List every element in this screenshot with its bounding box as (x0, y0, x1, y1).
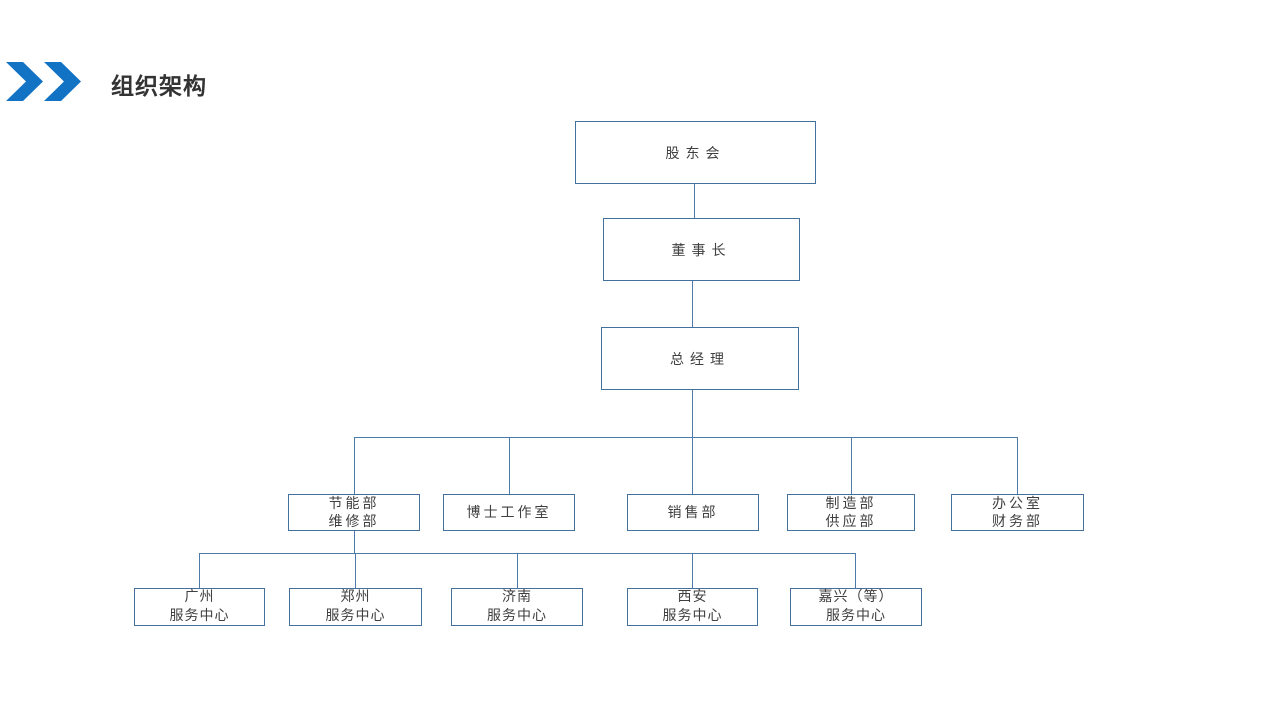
org-node-label: 服务中心 (487, 608, 547, 624)
org-node-label: 广州 (184, 589, 215, 605)
org-node-jiaxing-service-center: 嘉兴（等） 服务中心 (790, 588, 922, 626)
connector-shareholders-chairman (694, 184, 695, 218)
org-node-label: 服务中心 (325, 608, 386, 624)
connector-drop-dept (1017, 437, 1018, 494)
org-node-jinan-service-center: 济南 服务中心 (451, 588, 583, 626)
chevron-right-icon (6, 62, 43, 101)
org-node-general-manager: 总经理 (601, 327, 799, 390)
connector-service-centers-bus (199, 553, 856, 554)
connector-chairman-gm (692, 281, 693, 327)
org-node-label: 嘉兴（等） (818, 589, 894, 605)
org-node-label: 销售部 (667, 504, 719, 521)
connector-departments-bus (354, 437, 1017, 438)
org-node-zhengzhou-service-center: 郑州 服务中心 (289, 588, 422, 626)
page-title: 组织架构 (111, 74, 207, 100)
org-node-label: 总经理 (670, 351, 730, 368)
org-node-label: 郑州 (340, 589, 371, 605)
org-node-label: 维修部 (328, 513, 380, 530)
org-node-label: 服务中心 (662, 608, 723, 624)
org-node-chairman: 董事长 (603, 218, 800, 281)
org-node-guangzhou-service-center: 广州 服务中心 (134, 588, 265, 626)
org-node-label: 博士工作室 (466, 504, 552, 521)
org-node-shareholders: 股东会 (575, 121, 816, 184)
org-node-manufacturing-supply-dept: 制造部 供应部 (787, 494, 915, 531)
org-node-energy-maintenance-dept: 节能部 维修部 (288, 494, 420, 531)
org-node-label: 办公室 (992, 495, 1043, 512)
connector-drop-service-center (692, 553, 693, 588)
org-node-label: 董事长 (671, 242, 732, 259)
org-node-doctor-studio: 博士工作室 (443, 494, 575, 531)
org-node-office-finance-dept: 办公室 财务部 (951, 494, 1084, 531)
org-node-label: 节能部 (328, 495, 380, 512)
connector-drop-service-center (355, 553, 356, 588)
org-node-label: 制造部 (825, 495, 877, 512)
org-node-sales-dept: 销售部 (627, 494, 759, 531)
org-node-label: 服务中心 (826, 608, 886, 624)
connector-drop-service-center (199, 553, 200, 588)
org-node-label: 股东会 (665, 145, 726, 162)
org-node-xian-service-center: 西安 服务中心 (627, 588, 758, 626)
org-node-label: 财务部 (992, 513, 1043, 530)
connector-drop-dept (354, 437, 355, 494)
org-node-label: 济南 (502, 589, 532, 605)
connector-drop-service-center (855, 553, 856, 588)
connector-drop-dept (851, 437, 852, 494)
connector-drop-dept (509, 437, 510, 494)
connector-dept-service-centers (354, 531, 355, 553)
chevron-right-icon (44, 62, 81, 101)
connector-gm-departments (692, 390, 693, 437)
org-node-label: 西安 (677, 589, 708, 605)
org-node-label: 服务中心 (169, 608, 230, 624)
connector-drop-service-center (517, 553, 518, 588)
org-node-label: 供应部 (825, 513, 877, 530)
connector-drop-dept (692, 437, 693, 494)
